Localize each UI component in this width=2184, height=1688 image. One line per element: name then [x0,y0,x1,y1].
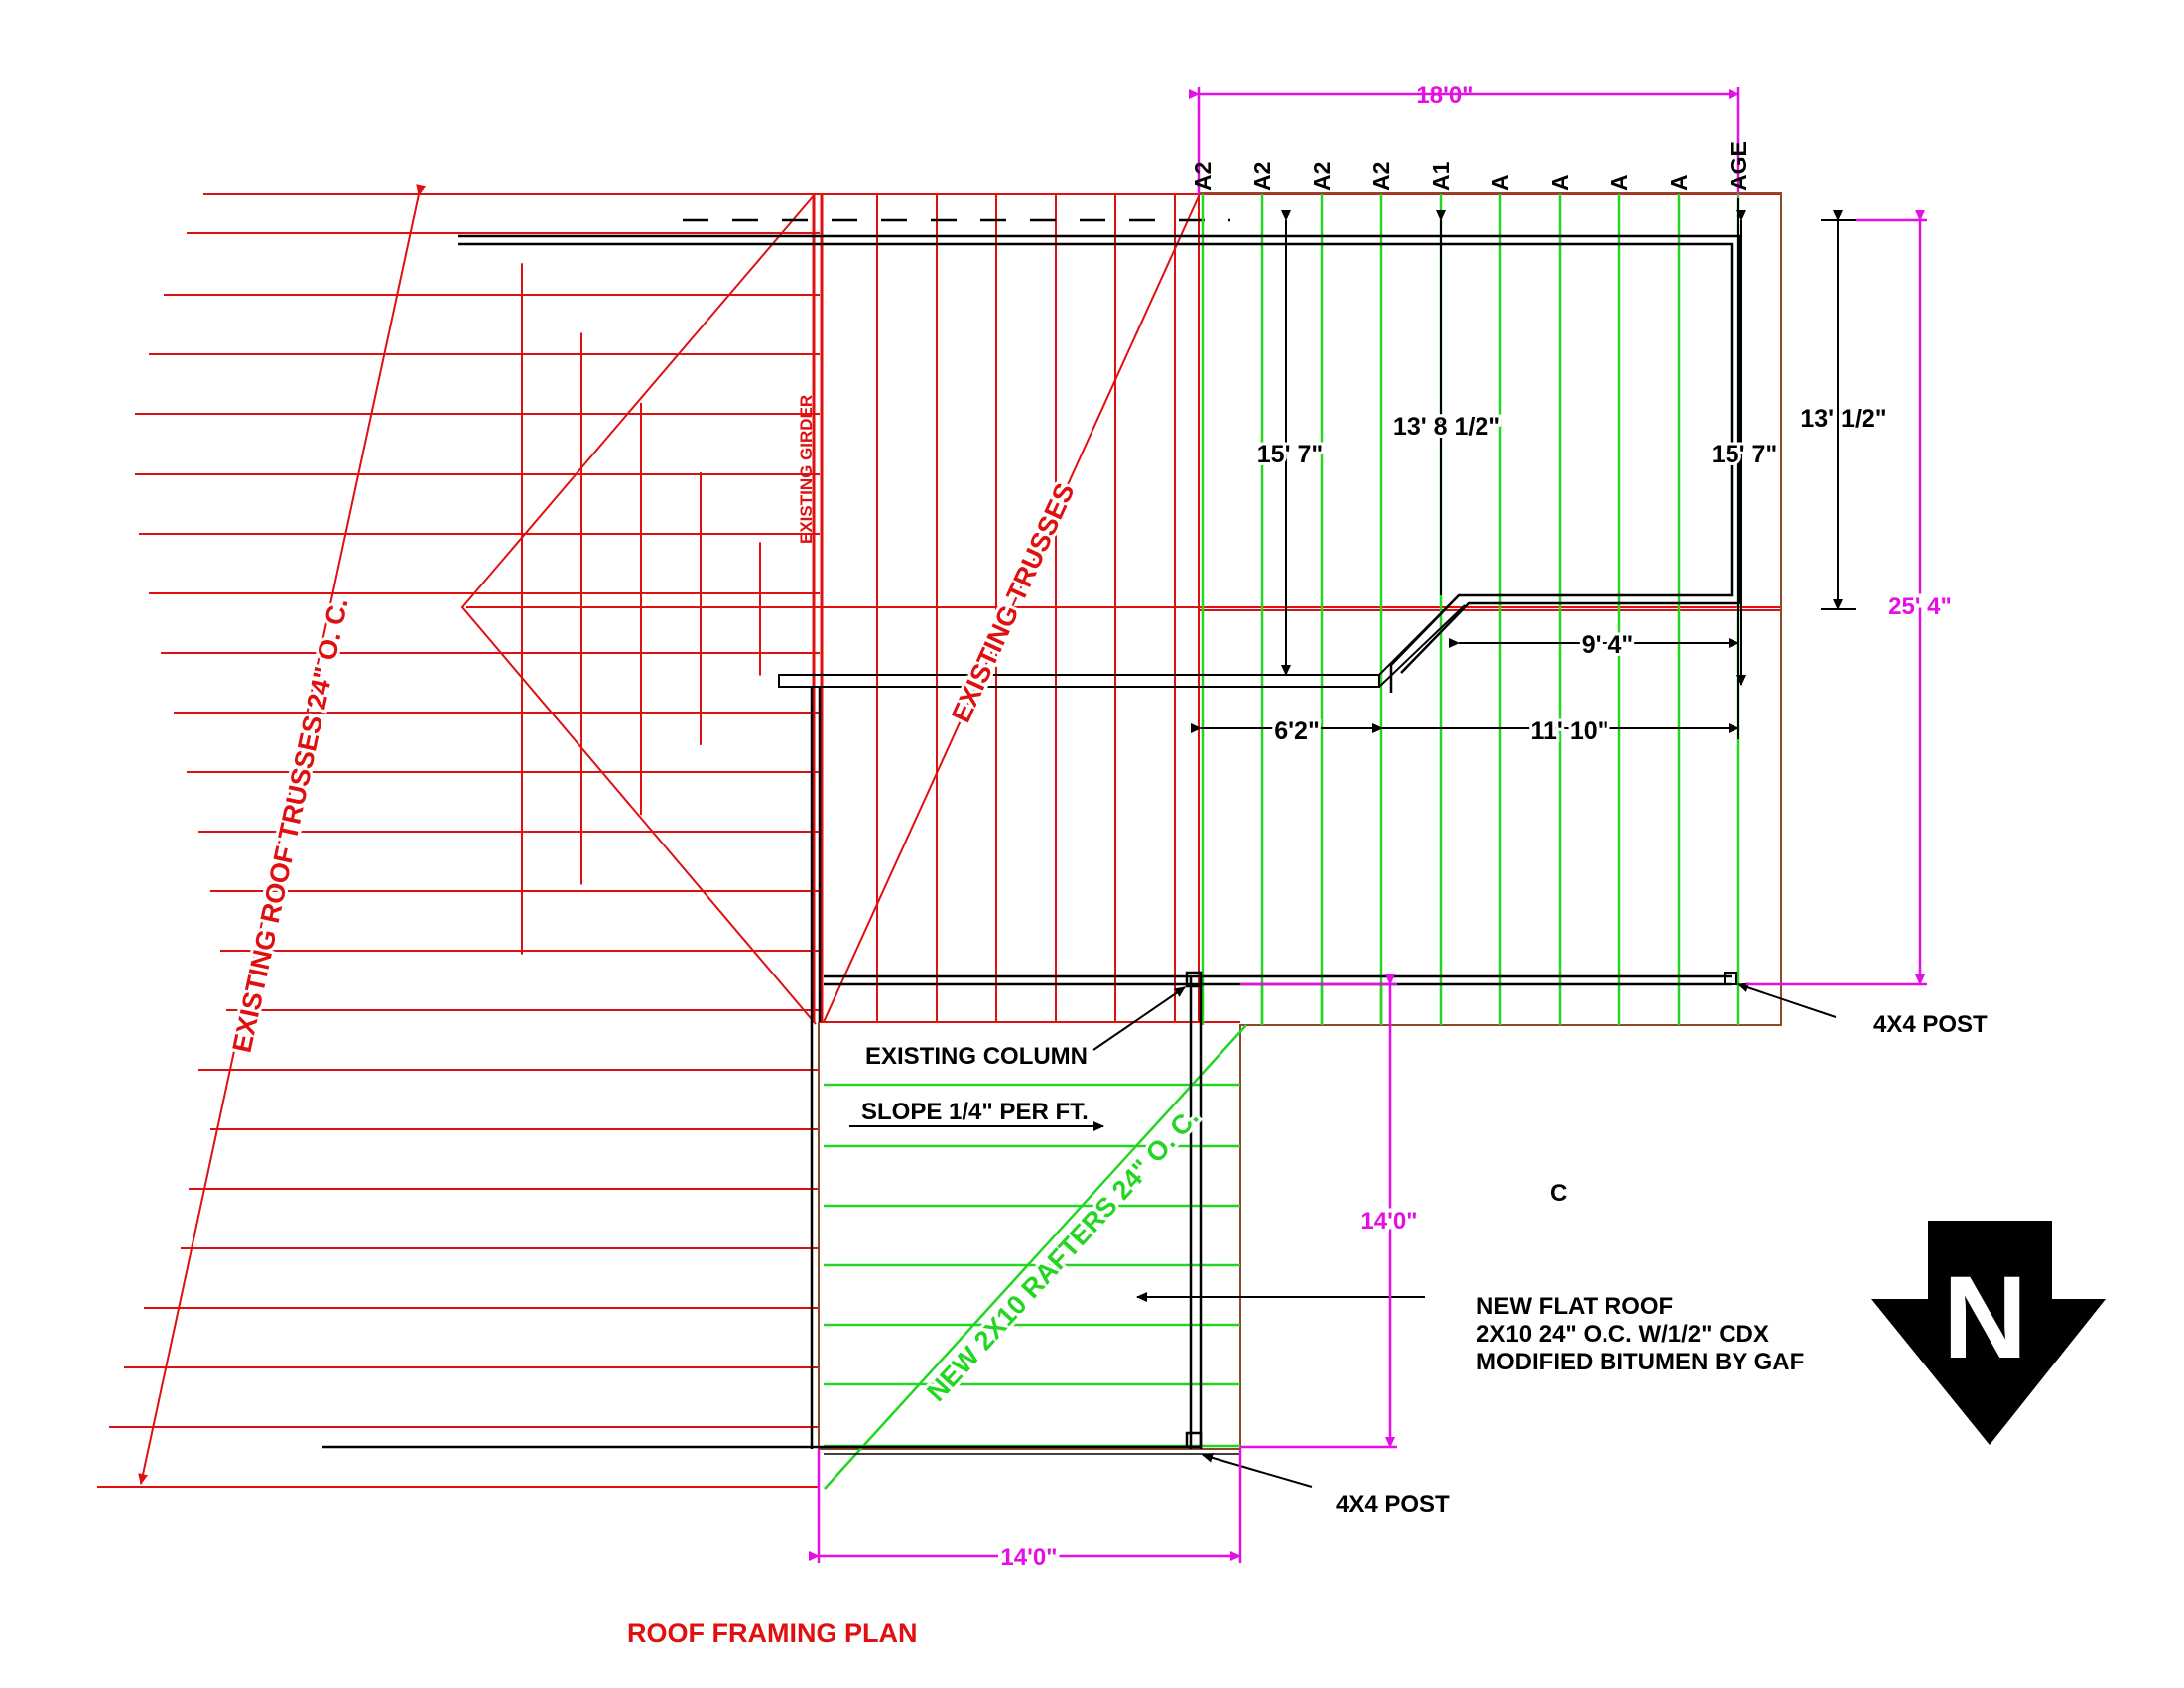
leader-existing-column [1092,986,1186,1051]
dim-right-height: 25' 4" [1888,593,1952,620]
new-flat-roof-line-1: NEW FLAT ROOF [1477,1293,1673,1320]
hip-outline [460,193,817,1025]
new-rafters-diagonal [824,1024,1247,1490]
hip-jack-trusses [521,263,761,955]
rafter-mark: A [1666,174,1692,191]
new-flat-roof-line-2: 2X10 24" O.C. W/1/2" CDX [1477,1321,1769,1348]
existing-trusses-label: EXISTING TRUSSES [946,478,1081,726]
rafter-mark: A2 [1190,162,1216,191]
new-flat-roof-line-3: MODIFIED BITUMEN BY GAF [1477,1349,1804,1375]
post-right-symbol [1724,972,1737,985]
existing-girder-label: EXISTING GIRDER [797,395,816,544]
dim-span-left: 6'2" [1274,717,1320,745]
leader-post-right [1737,982,1837,1018]
rafter-mark: A2 [1368,162,1394,191]
rafter-mark: A [1606,174,1632,191]
post-right-label: 4X4 POST [1873,1011,1988,1038]
existing-roof-trusses-dimension [138,184,426,1485]
rafter-marks: A2 A2 A2 A2 A1 A A A A AGE [1190,141,1751,191]
interior-wall [778,674,1380,688]
rafter-mark: AGE [1726,141,1751,191]
magenta-dimensions [809,87,1927,1563]
north-arrow: N [1871,1221,2106,1445]
leader-post-bottom [1202,1452,1313,1488]
rafter-mark: A2 [1309,162,1335,191]
dim-lower-height: 14'0" [1360,1208,1417,1234]
new-roof-framing [818,192,1782,1490]
new-roof-outline [818,192,1782,1450]
dim-bottom-width: 14'0" [1000,1544,1057,1571]
black-dimensions [849,198,1856,1488]
dim-right-upper: 13' 1/2" [1800,405,1886,433]
dim-top-width: 18'0" [1416,82,1473,109]
post-bottom-symbol [1185,1431,1203,1449]
page-title: ROOF FRAMING PLAN [627,1619,917,1648]
post-bottom-label: 4X4 POST [1336,1492,1450,1518]
rafter-mark: A [1547,174,1573,191]
existing-column-label: EXISTING COLUMN [865,1043,1088,1070]
dim-right-inner: 15' 7" [1712,441,1777,468]
upper-wall [458,242,1734,693]
new-rafters-vertical [1201,194,1740,1025]
dim-span-right: 11' 10" [1531,717,1609,745]
note-c-label: C [1550,1180,1567,1207]
north-arrow-letter: N [1943,1252,2027,1383]
slope-label: SLOPE 1/4" PER FT. [861,1099,1089,1125]
rafter-mark: A1 [1428,161,1454,191]
rafter-mark: A [1487,174,1513,191]
existing-roof-trusses-label: EXISTING ROOF TRUSSES 24" O. C. [227,595,354,1055]
new-rafters-label: NEW 2X10 RAFTERS 24" O. C. [921,1103,1204,1407]
north-arrow-shape [1871,1221,2106,1445]
existing-column-symbol [1185,971,1203,988]
dim-mid-height: 13' 8 1/2" [1393,413,1500,441]
dim-step-width: 9' 4" [1582,631,1634,659]
existing-trusses-diagonal [823,195,1200,1023]
existing-framing [97,184,1781,1488]
existing-girder-trusses [876,194,1176,1022]
rafter-mark: A2 [1249,162,1275,191]
dim-left-height: 15' 7" [1257,441,1323,468]
